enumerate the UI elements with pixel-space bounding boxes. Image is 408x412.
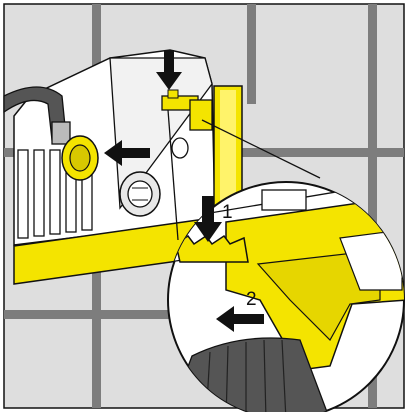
detail-magnifier [167, 181, 405, 412]
left-arrow-icon [216, 306, 264, 332]
down-arrow-icon [156, 50, 182, 90]
hose-connector [3, 86, 99, 181]
drain-fitting [119, 171, 161, 217]
step-1-label: 1 [222, 202, 233, 223]
down-arrow-icon [194, 196, 222, 242]
step-2-label: 2 [246, 289, 257, 310]
left-arrow-icon [104, 140, 150, 166]
